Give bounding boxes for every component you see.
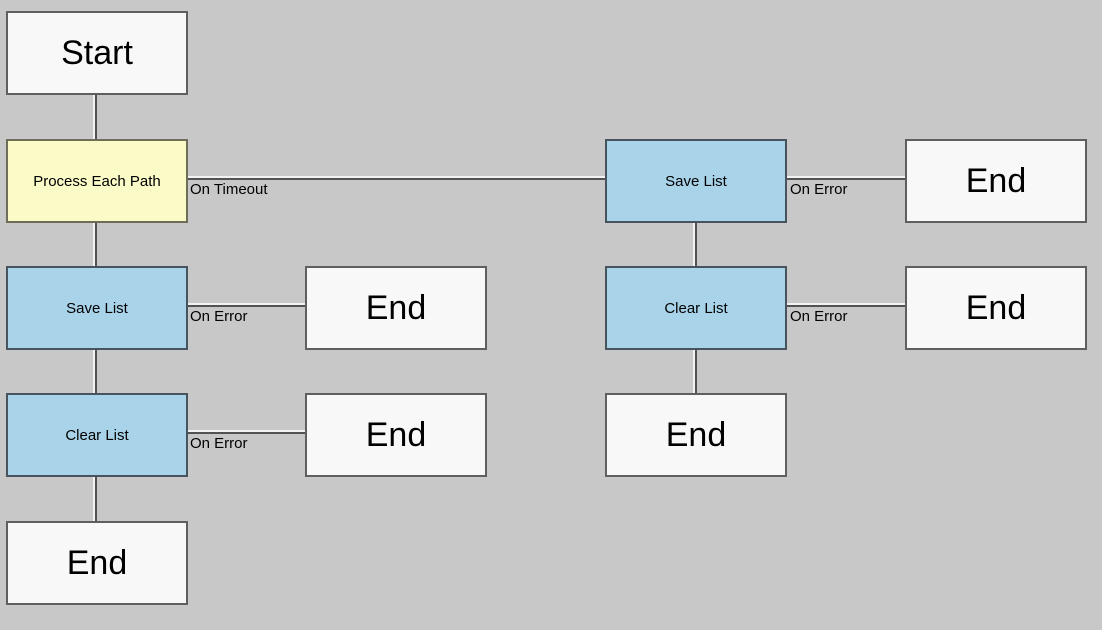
flow-node-end-col2-row3[interactable]: End <box>305 393 487 477</box>
connector-label-on-error-clear-list-left: On Error <box>190 435 248 452</box>
flow-node-end-col3-row3[interactable]: End <box>605 393 787 477</box>
node-label: Clear List <box>65 426 129 444</box>
connector-on-error-save-list-right-to-end[interactable] <box>787 176 905 180</box>
node-label: Save List <box>66 299 128 317</box>
connector-process-each-path-to-save-list-left[interactable] <box>93 223 97 266</box>
flow-node-start[interactable]: Start <box>6 11 188 95</box>
node-label: End <box>365 415 427 454</box>
node-label: Save List <box>665 172 727 190</box>
connector-label-on-timeout: On Timeout <box>190 181 268 198</box>
flow-node-end-left-bottom[interactable]: End <box>6 521 188 605</box>
flow-node-save-list-right[interactable]: Save List <box>605 139 787 223</box>
connector-save-list-left-to-clear-list-left[interactable] <box>93 350 97 393</box>
connector-label-on-error-clear-list-right: On Error <box>790 308 848 325</box>
connector-clear-list-left-to-end-left[interactable] <box>93 477 97 521</box>
node-label: End <box>665 415 727 454</box>
node-label: Start <box>61 33 133 72</box>
flow-node-clear-list-left[interactable]: Clear List <box>6 393 188 477</box>
connector-on-timeout-process-each-path-to-save-list-right[interactable] <box>188 176 605 180</box>
flow-node-end-col4-row1[interactable]: End <box>905 139 1087 223</box>
flow-node-clear-list-right[interactable]: Clear List <box>605 266 787 350</box>
connector-label-on-error-save-list-left: On Error <box>190 308 248 325</box>
connector-on-error-clear-list-right-to-end[interactable] <box>787 303 905 307</box>
node-label: End <box>965 288 1027 327</box>
connector-label-on-error-save-list-right: On Error <box>790 181 848 198</box>
node-label: End <box>365 288 427 327</box>
node-label: Process Each Path <box>33 172 161 190</box>
flow-node-process-each-path[interactable]: Process Each Path <box>6 139 188 223</box>
flow-node-end-col2-row2[interactable]: End <box>305 266 487 350</box>
connector-on-error-clear-list-left-to-end[interactable] <box>188 430 305 434</box>
connector-start-to-process-each-path[interactable] <box>93 95 97 139</box>
node-label: End <box>965 161 1027 200</box>
node-label: Clear List <box>664 299 728 317</box>
connector-save-list-right-to-clear-list-right[interactable] <box>693 223 697 266</box>
flow-node-end-col4-row2[interactable]: End <box>905 266 1087 350</box>
connector-on-error-save-list-left-to-end[interactable] <box>188 303 305 307</box>
flow-node-save-list-left[interactable]: Save List <box>6 266 188 350</box>
connector-clear-list-right-to-end-below[interactable] <box>693 350 697 393</box>
node-label: End <box>66 543 128 582</box>
